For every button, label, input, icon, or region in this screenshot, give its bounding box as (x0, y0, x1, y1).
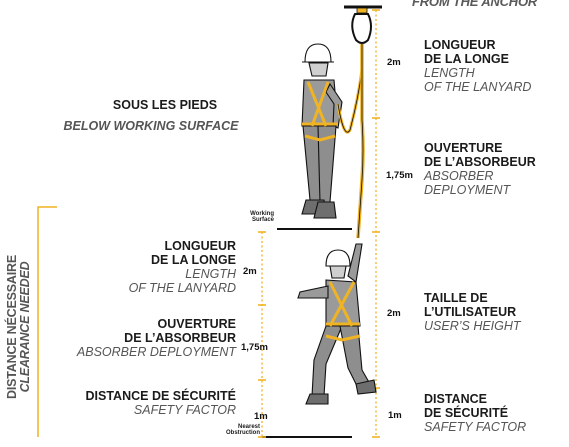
right-lanyard-en-2: OF THE LANYARD (424, 80, 531, 94)
falling-worker-figure (298, 244, 376, 404)
right-height-measure: 2m (387, 308, 401, 319)
left-safety-label: DISTANCE DE SÉCURITÉ SAFETY FACTOR (48, 389, 236, 417)
right-absorber-en-2: DEPLOYMENT (424, 183, 536, 197)
right-height-label: TAILLE DE L’UTILISATEUR USER’S HEIGHT (424, 291, 521, 333)
right-absorber-fr-2: DE L’ABSORBEUR (424, 155, 536, 169)
right-safety-fr-1: DISTANCE (424, 392, 526, 406)
right-absorber-measure: 1,75m (386, 170, 413, 181)
left-lanyard-en-1: LENGTH (70, 267, 236, 281)
left-safety-fr: DISTANCE DE SÉCURITÉ (48, 389, 236, 403)
left-safety-en: SAFETY FACTOR (48, 403, 236, 417)
right-safety-label: DISTANCE DE SÉCURITÉ SAFETY FACTOR (424, 392, 526, 434)
standing-worker-figure (302, 44, 342, 218)
left-absorber-label: OUVERTURE DE L’ABSORBEUR ABSORBER DEPLOY… (40, 317, 236, 359)
right-lanyard-fr-2: DE LA LONGE (424, 52, 531, 66)
left-absorber-fr-1: OUVERTURE (40, 317, 236, 331)
left-absorber-measure: 1,75m (241, 342, 268, 353)
right-absorber-fr-1: OUVERTURE (424, 141, 536, 155)
left-lanyard-measure: 2m (243, 266, 257, 277)
right-lanyard-en-1: LENGTH (424, 66, 531, 80)
anchor-carabiner (352, 8, 371, 43)
right-safety-en: SAFETY FACTOR (424, 420, 526, 434)
left-absorber-fr-2: DE L’ABSORBEUR (40, 331, 236, 345)
left-lanyard-label: LONGUEUR DE LA LONGE LENGTH OF THE LANYA… (70, 239, 236, 295)
clearance-en: CLEARANCE NEEDED (19, 207, 32, 447)
right-absorber-en-1: ABSORBER (424, 169, 536, 183)
clearance-vertical-label: DISTANCE NÉCESSAIRE CLEARANCE NEEDED (6, 207, 34, 447)
right-height-fr-1: TAILLE DE (424, 291, 521, 305)
nearest-obstruction-label: Nearest Obstruction (220, 424, 260, 436)
right-safety-measure: 1m (388, 410, 402, 421)
standing-lanyard (338, 44, 362, 132)
right-lanyard-label: LONGUEUR DE LA LONGE LENGTH OF THE LANYA… (424, 38, 531, 94)
left-safety-measure: 1m (254, 411, 268, 422)
left-dimension-ticks (258, 232, 266, 437)
left-lanyard-fr-2: DE LA LONGE (70, 253, 236, 267)
working-surface-label: Working Surface (240, 211, 274, 223)
left-absorber-en: ABSORBER DEPLOYMENT (40, 345, 236, 359)
top-caption: FROM THE ANCHOR (412, 0, 537, 9)
left-lanyard-en-2: OF THE LANYARD (70, 281, 236, 295)
right-height-fr-2: L’UTILISATEUR (424, 305, 521, 319)
working-surface-2: Surface (240, 217, 274, 223)
below-surface-en: BELOW WORKING SURFACE (38, 119, 264, 133)
right-lanyard-fr-1: LONGUEUR (424, 38, 531, 52)
right-absorber-label: OUVERTURE DE L’ABSORBEUR ABSORBER DEPLOY… (424, 141, 536, 197)
right-lanyard-measure: 2m (387, 57, 401, 68)
left-lanyard-fr-1: LONGUEUR (70, 239, 236, 253)
right-safety-fr-2: DE SÉCURITÉ (424, 406, 526, 420)
right-height-en: USER’S HEIGHT (424, 319, 521, 333)
nearest-obstruction-2: Obstruction (220, 430, 260, 436)
below-surface-fr: SOUS LES PIEDS (86, 98, 244, 112)
